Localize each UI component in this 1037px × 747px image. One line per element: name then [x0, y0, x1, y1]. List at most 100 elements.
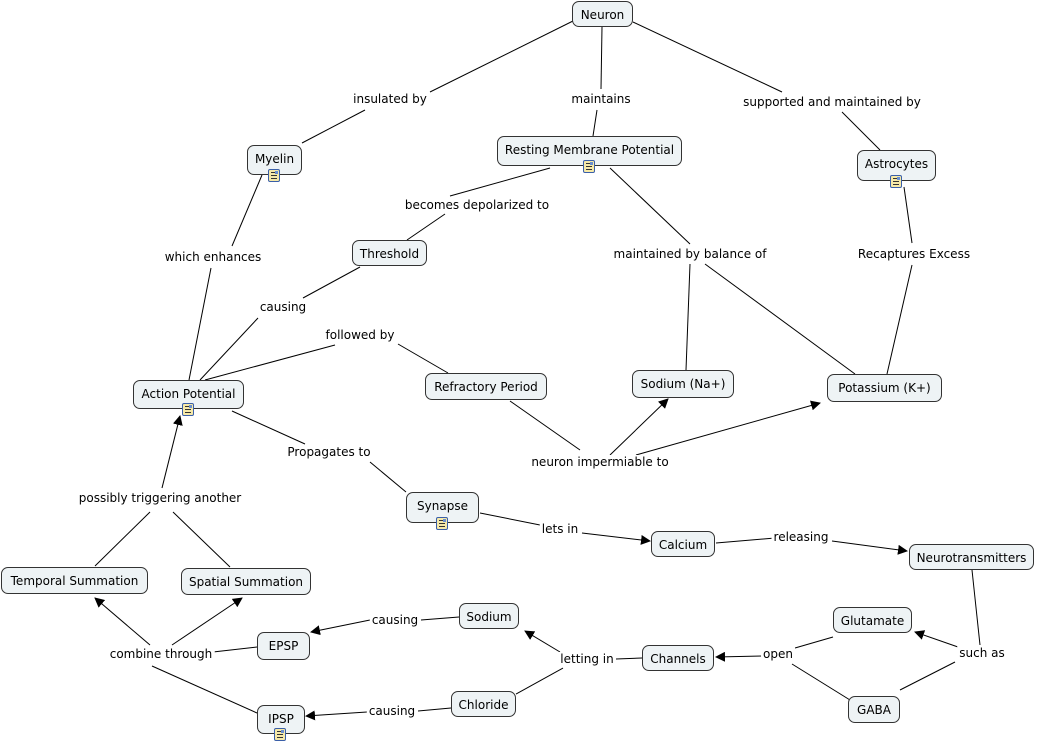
concept-node-refractory[interactable]: Refractory Period — [425, 373, 547, 400]
link-phrase[interactable]: letting in — [558, 652, 616, 666]
node-label: Spatial Summation — [188, 575, 304, 589]
node-label: Myelin — [254, 152, 295, 166]
arrow-line — [914, 630, 959, 648]
connector-line — [302, 266, 361, 299]
arrow-line — [161, 415, 183, 489]
connector-line — [704, 263, 856, 375]
connector-line — [417, 707, 452, 712]
node-label: Temporal Summation — [10, 574, 139, 588]
node-label: Chloride — [458, 698, 509, 712]
resource-document-icon[interactable] — [274, 728, 286, 741]
concept-node-threshold[interactable]: Threshold — [352, 240, 427, 266]
connector-line — [592, 109, 598, 137]
node-label: Threshold — [359, 247, 420, 261]
concept-node-sodium[interactable]: Sodium — [459, 603, 519, 629]
connector-line — [479, 512, 541, 526]
connector-line — [94, 511, 151, 567]
connector-line — [188, 267, 212, 381]
concept-node-chloride[interactable]: Chloride — [451, 691, 516, 717]
link-phrase[interactable]: followed by — [323, 328, 397, 342]
connector-line — [301, 109, 366, 144]
concept-node-calcium[interactable]: Calcium — [651, 531, 715, 557]
connector-line — [397, 343, 449, 374]
link-phrase[interactable]: releasing — [771, 530, 831, 544]
concept-node-ipsp[interactable]: IPSP — [257, 705, 305, 741]
link-phrase[interactable]: open — [761, 647, 795, 661]
concept-node-synapse[interactable]: Synapse — [406, 492, 479, 530]
arrow-line — [305, 710, 368, 721]
concept-node-epsp[interactable]: EPSP — [257, 632, 310, 660]
concept-node-spatial[interactable]: Spatial Summation — [181, 568, 311, 595]
concept-node-glutamate[interactable]: Glutamate — [833, 607, 912, 633]
connector-line — [406, 213, 446, 241]
resource-document-icon[interactable] — [181, 403, 194, 416]
connector-line — [420, 616, 460, 621]
node-label: Neuron — [580, 8, 625, 22]
connector-line — [600, 26, 603, 90]
concept-node-neuron[interactable]: Neuron — [572, 1, 633, 27]
arrow-line — [171, 597, 243, 646]
link-phrase[interactable]: combine through — [107, 647, 215, 661]
node-label: Refractory Period — [434, 380, 538, 394]
connector-line — [199, 317, 259, 381]
connector-line — [172, 511, 231, 568]
link-phrase[interactable]: becomes depolarized to — [402, 198, 552, 212]
node-label: Astrocytes — [864, 157, 929, 171]
node-label: Action Potential — [141, 387, 236, 401]
link-phrase[interactable]: such as — [957, 646, 1007, 660]
connector-line — [509, 400, 581, 451]
node-label: Resting Membrane Potential — [504, 143, 675, 157]
connector-line — [515, 667, 564, 695]
connector-line — [151, 665, 258, 714]
node-label: Synapse — [417, 499, 468, 513]
connector-line — [231, 174, 263, 247]
link-phrase[interactable]: supported and maintained by — [741, 95, 923, 109]
arrow-line — [609, 398, 669, 456]
link-phrase[interactable]: causing — [257, 300, 309, 314]
concept-node-neurotransmitters[interactable]: Neurotransmitters — [909, 544, 1034, 570]
node-label: Potassium (K+) — [838, 381, 931, 395]
node-label: GABA — [857, 703, 891, 717]
connector-line — [685, 263, 691, 371]
resource-document-icon[interactable] — [435, 517, 448, 530]
link-phrase[interactable]: causing — [366, 704, 418, 718]
connector-line — [609, 167, 691, 245]
link-phrase[interactable]: maintains — [569, 92, 633, 106]
arrow-line — [581, 532, 651, 545]
node-label: Neurotransmitters — [916, 551, 1027, 565]
node-label: EPSP — [268, 639, 299, 653]
node-label: Sodium — [466, 610, 512, 624]
concept-node-myelin[interactable]: Myelin — [247, 145, 302, 182]
concept-node-potassium[interactable]: Potassium (K+) — [827, 374, 942, 402]
concept-node-rmp[interactable]: Resting Membrane Potential — [497, 136, 682, 173]
resource-document-icon[interactable] — [582, 160, 595, 173]
link-phrase[interactable]: insulated by — [351, 92, 429, 106]
concept-node-channels[interactable]: Channels — [642, 645, 714, 671]
node-label: IPSP — [268, 712, 294, 726]
concept-node-action-potential[interactable]: Action Potential — [133, 380, 244, 416]
link-phrase[interactable]: possibly triggering another — [76, 491, 244, 505]
link-phrase[interactable]: Propagates to — [285, 445, 373, 459]
concept-node-temporal[interactable]: Temporal Summation — [1, 567, 148, 594]
connector-line — [841, 111, 881, 151]
node-label: Channels — [650, 652, 706, 666]
concept-node-gaba[interactable]: GABA — [848, 696, 900, 723]
concept-node-sodium-na[interactable]: Sodium (Na+) — [632, 370, 734, 398]
connector-line — [886, 264, 913, 375]
resource-document-icon[interactable] — [889, 175, 902, 188]
connector-line — [971, 569, 981, 646]
connector-line — [791, 663, 851, 701]
arrow-line — [635, 400, 821, 456]
connector-line — [715, 537, 776, 544]
link-phrase[interactable]: causing — [369, 613, 421, 627]
link-phrase[interactable]: neuron impermiable to — [529, 455, 671, 469]
connector-line — [449, 167, 551, 197]
link-phrase[interactable]: which enhances — [162, 250, 264, 264]
node-label: Sodium (Na+) — [640, 377, 726, 391]
link-phrase[interactable]: lets in — [539, 522, 581, 536]
link-phrase[interactable]: Recaptures Excess — [855, 247, 973, 261]
concept-node-astrocytes[interactable]: Astrocytes — [857, 150, 936, 188]
link-phrase[interactable]: maintained by balance of — [611, 247, 769, 261]
resource-document-icon[interactable] — [267, 169, 280, 182]
